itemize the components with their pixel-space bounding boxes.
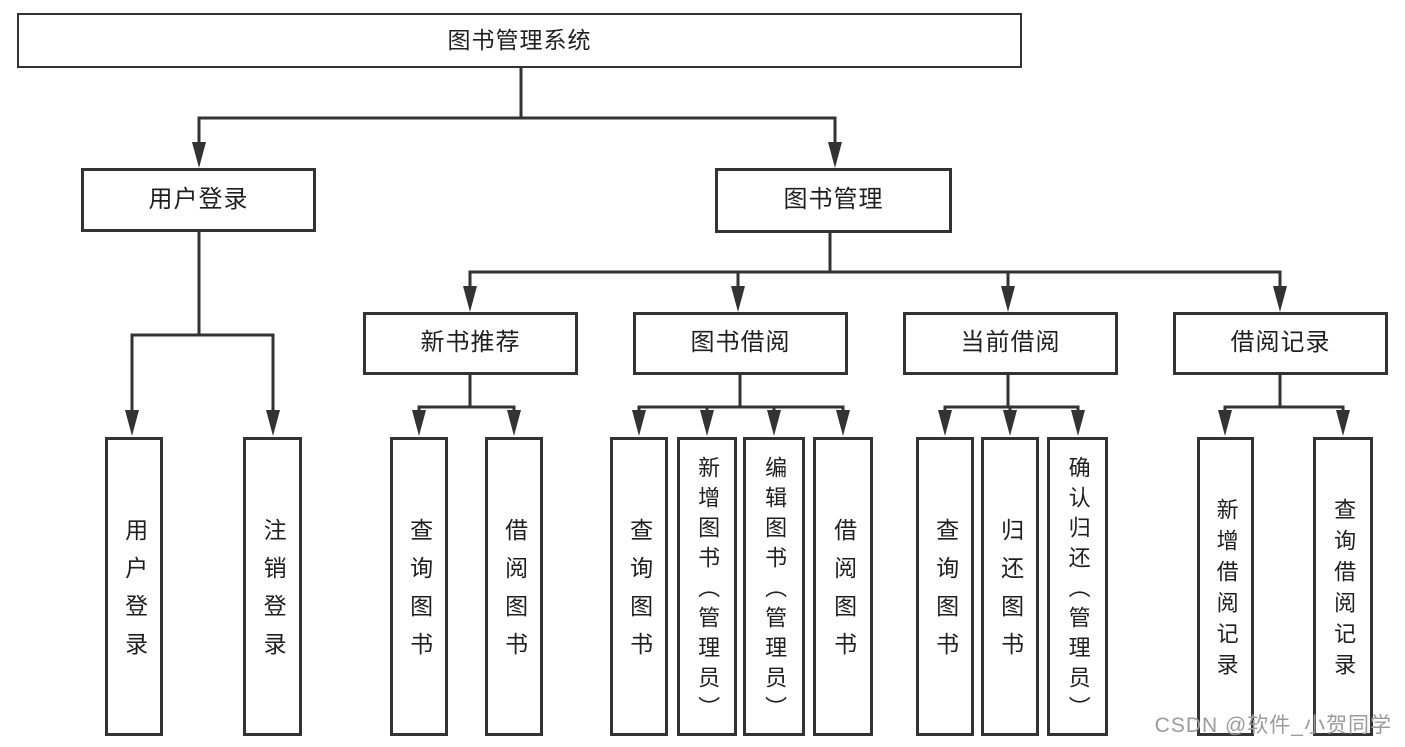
leaf-label: 查询图书	[626, 518, 653, 670]
leaf-query-borrow-record: 查询借阅记录	[1313, 437, 1373, 736]
node-label: 新书推荐	[420, 329, 521, 357]
node-label: 当前借阅	[960, 329, 1061, 357]
node-library-system: 图书管理系统	[17, 13, 1022, 68]
leaf-label: 借阅图书	[830, 518, 857, 670]
leaf-query-books-borrowing: 查询图书	[610, 437, 668, 736]
leaf-label: 编辑图书（管理员）	[762, 455, 788, 726]
leaf-return-books: 归还图书	[981, 437, 1039, 736]
node-user-login: 用户登录	[81, 168, 316, 232]
node-new-book-recommendation: 新书推荐	[363, 312, 578, 375]
leaf-query-books-current: 查询图书	[916, 437, 974, 736]
leaf-label: 查询借阅记录	[1331, 498, 1357, 684]
leaf-label: 注销登录	[260, 518, 287, 670]
leaf-borrow-books-recommend: 借阅图书	[485, 437, 543, 736]
leaf-label: 新增图书（管理员）	[695, 455, 721, 726]
leaf-label: 用户登录	[121, 518, 148, 670]
node-label: 图书管理	[783, 186, 884, 214]
leaf-label: 确认归还（管理员）	[1065, 455, 1091, 726]
node-label: 图书管理系统	[447, 26, 592, 53]
leaf-label: 查询图书	[932, 518, 959, 670]
node-label: 图书借阅	[690, 329, 791, 357]
node-current-borrowing: 当前借阅	[903, 312, 1118, 375]
node-book-borrowing: 图书借阅	[633, 312, 848, 375]
leaf-edit-book-admin: 编辑图书（管理员）	[743, 437, 805, 736]
node-book-management: 图书管理	[715, 168, 952, 233]
leaf-label: 查询图书	[406, 518, 433, 670]
leaf-add-borrow-record: 新增借阅记录	[1197, 437, 1254, 736]
leaf-add-book-admin: 新增图书（管理员）	[677, 437, 737, 736]
leaf-borrow-books-borrowing: 借阅图书	[813, 437, 873, 736]
leaf-user-login: 用户登录	[105, 437, 163, 736]
node-label: 借阅记录	[1230, 329, 1331, 357]
leaf-label: 新增借阅记录	[1213, 498, 1239, 684]
leaf-confirm-return-admin: 确认归还（管理员）	[1047, 437, 1108, 736]
leaf-logout: 注销登录	[243, 437, 302, 736]
leaf-query-books-recommend: 查询图书	[390, 437, 448, 736]
csdn-watermark: CSDN @软件_小贺同学	[1154, 714, 1392, 737]
node-label: 用户登录	[148, 185, 249, 213]
leaf-label: 借阅图书	[501, 518, 528, 670]
leaf-label: 归还图书	[997, 518, 1024, 670]
node-borrowing-records: 借阅记录	[1173, 312, 1388, 375]
